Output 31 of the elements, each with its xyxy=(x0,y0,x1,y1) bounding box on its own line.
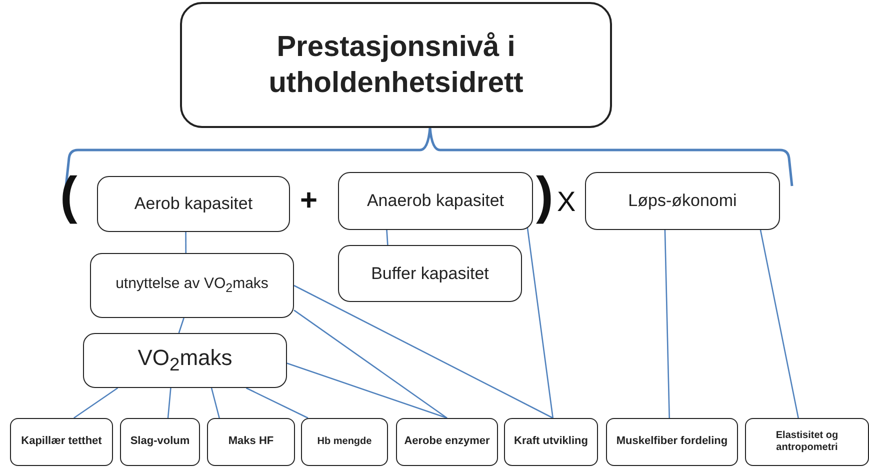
connector-line xyxy=(286,362,448,419)
connector-line xyxy=(210,388,220,418)
factor-box: Kapillær tetthet xyxy=(10,418,113,466)
concept-box: Buffer kapasitet xyxy=(338,245,522,302)
bracket-symbol: ) xyxy=(536,170,554,222)
factor-box: Elastisitet og antropometri xyxy=(745,418,869,466)
bracket-symbol: ( xyxy=(60,170,78,222)
concept-box: utnyttelse av VO$_{2}$maks xyxy=(90,253,294,318)
connector-line xyxy=(760,230,799,418)
concept-box: Løps-økonomi xyxy=(585,172,780,230)
connector-line xyxy=(664,230,670,418)
connector-line xyxy=(178,318,184,334)
factor-box: Muskelfiber fordeling xyxy=(606,418,738,466)
factor-box: Hb mengde xyxy=(301,418,388,466)
connector-line xyxy=(185,232,187,253)
connector-line xyxy=(167,388,172,418)
plus-sign: + xyxy=(300,186,318,216)
factor-box: Aerobe enzymer xyxy=(396,418,498,466)
concept-box: VO$_{2}$maks xyxy=(83,333,287,388)
factor-box: Kraft utvikling xyxy=(504,418,598,466)
multiply-sign: X xyxy=(557,188,576,216)
concept-box: Aerob kapasitet xyxy=(97,176,290,232)
title-box: Prestasjonsnivå i utholdenhetsidrett xyxy=(180,2,612,128)
factor-box: Maks HF xyxy=(207,418,295,466)
connector-line xyxy=(294,310,448,419)
connector-line xyxy=(386,230,388,246)
connector-line xyxy=(246,387,308,419)
concept-box: Anaerob kapasitet xyxy=(338,172,533,230)
connector-line xyxy=(74,387,118,419)
factor-box: Slag-volum xyxy=(120,418,200,466)
connector-line xyxy=(294,284,554,419)
